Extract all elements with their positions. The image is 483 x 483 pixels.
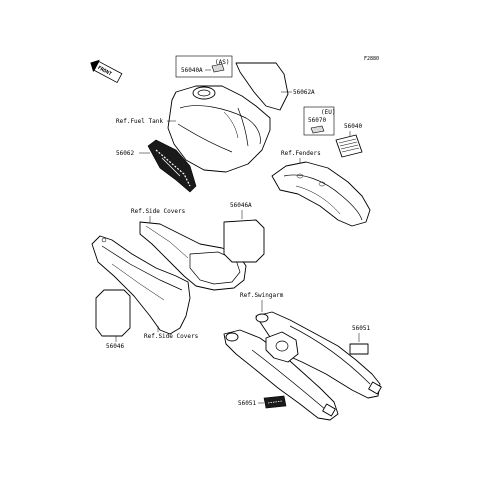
ref-fenders-label[interactable]: Ref.Fenders [281,150,321,157]
part-56070-group[interactable]: (EU) 56070 [303,106,335,136]
part-56051-right-group[interactable]: 56051 [349,325,370,355]
part-56062A-shape [235,62,289,111]
part-56040A-label: 56040A [181,67,203,74]
part-56040-label: 56040 [344,123,362,130]
ref-swingarm-label[interactable]: Ref.Swingarm [240,292,284,299]
part-56040-decal-icon [335,134,363,158]
ref-fuel-tank-label[interactable]: Ref.Fuel Tank [116,118,163,125]
part-56046A-label: 56046A [230,202,252,209]
part-56062-group[interactable]: 56062 [116,139,197,193]
diagram-code: F2880 [364,56,379,62]
part-56051-bottom-group[interactable]: 56051 [238,395,287,409]
part-56046-shape [95,289,131,337]
part-56051-right-label: 56051 [352,325,370,332]
part-56062A-label: 56062A [293,89,315,96]
part-56040A-group[interactable]: (AS) 56040A [175,55,233,78]
rear-fender-outline [271,161,371,227]
part-56070-box [303,106,335,136]
part-56051-bottom-decal-icon [263,395,287,409]
part-56046A-group[interactable]: 56046A [223,202,265,263]
part-56046-group[interactable]: 56046 [95,289,131,350]
part-56062-label: 56062 [116,150,134,157]
front-direction-icon: FRONT [90,59,123,84]
swingarm-outline [223,311,382,421]
part-56062A-group[interactable]: 56062A [235,62,315,111]
ref-side-covers-bottom-label[interactable]: Ref.Side Covers [144,333,199,340]
part-56070-variant: (EU) [321,109,335,116]
part-56046A-shape [223,219,265,263]
part-56070-decal-icon [310,125,325,134]
part-56051-bottom-label: 56051 [238,400,256,407]
part-56040-group[interactable]: 56040 [335,123,363,158]
part-56046-label: 56046 [106,343,124,350]
part-56040A-decal-icon [211,63,225,73]
left-side-cover-outline [91,235,191,335]
right-side-cover-outline [139,221,247,291]
ref-side-covers-top-label[interactable]: Ref.Side Covers [131,208,186,215]
part-56040A-box [175,55,233,78]
fuel-tank-outline [167,85,271,173]
part-56051-right-decal-icon [349,343,369,355]
part-56040A-variant: (AS) [215,59,229,66]
part-56070-label: 56070 [308,117,326,124]
